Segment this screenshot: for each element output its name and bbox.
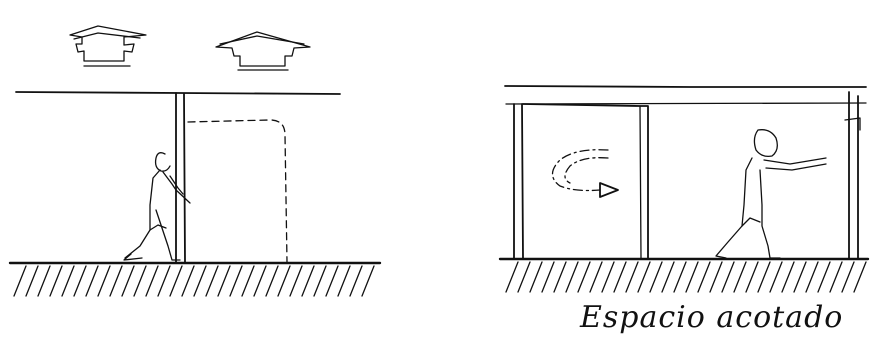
ground-hatching	[505, 261, 867, 293]
enclosed-panel	[522, 103, 649, 259]
right-scene	[498, 85, 870, 293]
circular-arrow-icon	[551, 149, 619, 198]
person-figure	[715, 129, 827, 259]
ceiling-line	[504, 85, 867, 88]
dashed-opening	[187, 119, 288, 263]
arrow-up-icon	[215, 31, 311, 71]
left-scene	[8, 25, 382, 297]
ground-hatching	[13, 265, 375, 297]
ceiling-line	[15, 91, 341, 95]
person-figure	[123, 152, 191, 261]
sketch-caption: Espacio acotado	[580, 300, 844, 335]
wall-post	[175, 92, 186, 263]
left-wall	[513, 103, 524, 259]
arrow-up-icon	[69, 25, 147, 67]
right-wall	[848, 91, 859, 259]
